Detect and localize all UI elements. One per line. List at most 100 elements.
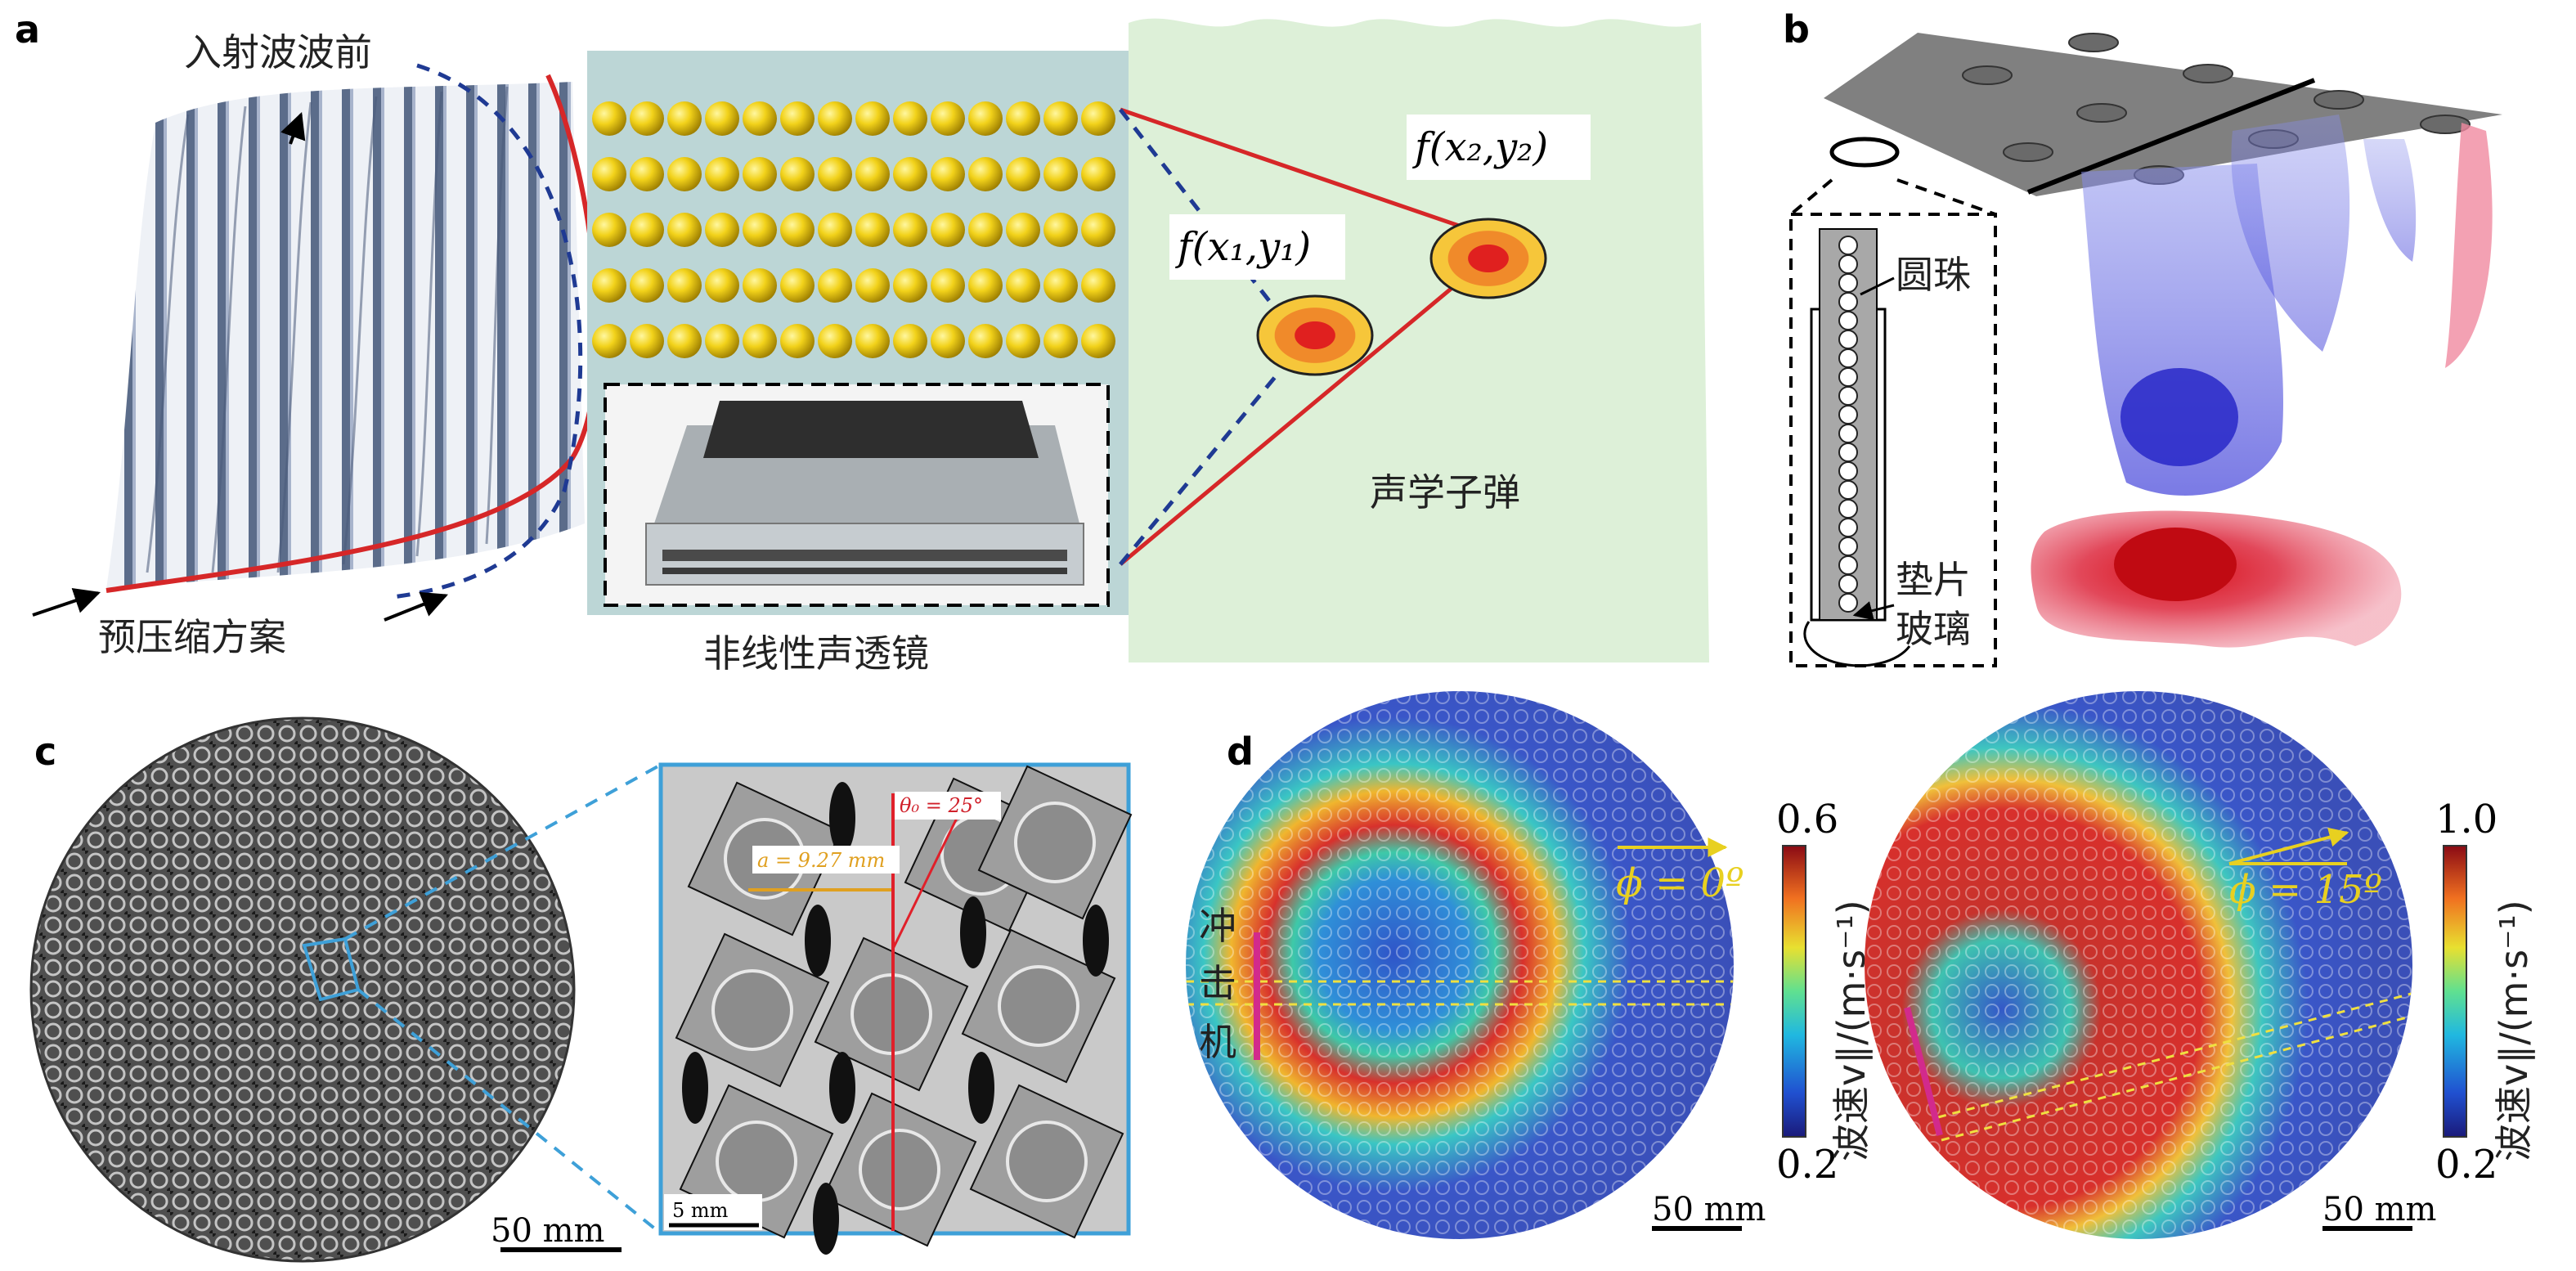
lens-bead [931, 213, 965, 247]
lens-bead [1043, 324, 1078, 358]
lens-bead [667, 268, 702, 303]
tube-bead [1838, 386, 1858, 406]
wave-stripe-lines [146, 86, 509, 573]
incident-wavefront-curve [392, 63, 583, 600]
left-disk-dashes [1186, 980, 1734, 1006]
pink-sliver [2445, 123, 2493, 368]
lens-bead [855, 213, 890, 247]
lens-bead [1081, 157, 1115, 191]
inset-cell-ring [1014, 802, 1096, 883]
lens-bead [743, 213, 777, 247]
lens-bead [592, 101, 626, 136]
angle-line [891, 809, 963, 950]
lens-bead [893, 213, 927, 247]
spacing-label-bg [752, 846, 900, 874]
lens-bead [818, 157, 852, 191]
colorbar-left [1782, 845, 1806, 1138]
lens-bead [592, 268, 626, 303]
red-core [2114, 528, 2237, 601]
blue-volume-side [2231, 115, 2350, 352]
tube-bead [1838, 292, 1858, 312]
lens-bead [893, 268, 927, 303]
plate-section-line [2026, 78, 2316, 195]
phi-label-right: ϕ = 15º [2229, 867, 2382, 913]
tube-bead [1838, 499, 1858, 519]
zoom-line-bottom [357, 988, 662, 1235]
tube-bead [1838, 593, 1858, 613]
precompression-label: 预压缩方案 [98, 615, 286, 659]
lens-bead [667, 324, 702, 358]
panel-c: c 50 mm θ₀ = 25° a = 9.27 mm 5 mm [29, 716, 1133, 1263]
tube-bead [1838, 480, 1858, 500]
right-disk-dashes [1937, 990, 2412, 1142]
tube-bead [1838, 424, 1858, 443]
f1-label-bg [1169, 214, 1345, 280]
tube-bead [1838, 348, 1858, 368]
lens-bead [705, 324, 739, 358]
tube-bead [1838, 461, 1858, 481]
blue-ray-bottom [1119, 375, 1277, 566]
lattice-disk [31, 718, 574, 1261]
tube-bead [1838, 555, 1858, 575]
lens-bead [1006, 213, 1040, 247]
f2-label: f(x₂,y₂) [1412, 124, 1548, 170]
angle-label-bg [895, 792, 1001, 820]
lens-bead [1043, 157, 1078, 191]
lens-bead [855, 268, 890, 303]
scale-label-small: 5 mm [672, 1199, 729, 1222]
blue-volume-far [2363, 139, 2417, 262]
inset-cell-ring [716, 1121, 797, 1202]
lens-bead [1043, 213, 1078, 247]
lens-bead [630, 268, 664, 303]
lens-bead [855, 324, 890, 358]
tube-bead [1838, 405, 1858, 424]
lens-bead [592, 157, 626, 191]
colorbar-left-max: 0.6 [1776, 797, 1838, 842]
tube-bead [1838, 574, 1858, 594]
blue-blob [2120, 368, 2238, 466]
lens-bead [705, 157, 739, 191]
inset-void [960, 896, 986, 968]
lens-bead [1043, 101, 1078, 136]
panel-a-label: a [15, 7, 40, 52]
lens-bead [968, 157, 1003, 191]
f2-label-bg [1407, 115, 1591, 180]
panel-b: b 圆珠 [1783, 7, 2502, 667]
tube-bead [1838, 254, 1858, 274]
focal-spot-2 [1429, 218, 1547, 299]
lens-bead [780, 268, 815, 303]
lens-bead [667, 101, 702, 136]
tube-bead [1838, 330, 1858, 349]
lens-bead [780, 324, 815, 358]
lens-bead [818, 101, 852, 136]
angle-label: θ₀ = 25° [900, 794, 983, 817]
lens-bead [1081, 268, 1115, 303]
colorbar-left-min: 0.2 [1776, 1142, 1838, 1188]
incident-wavefront-label: 入射波波前 [184, 30, 372, 74]
focal-spot-1 [1256, 294, 1374, 376]
red-ray-bottom [1119, 276, 1465, 566]
inset-line-right [1896, 178, 1996, 216]
phi-arrow-right [2228, 827, 2349, 865]
scale-label-c: 50 mm [491, 1212, 604, 1250]
lens-bead [893, 324, 927, 358]
impactor-char-1: 冲 [1199, 904, 1236, 948]
arrow-precompression [32, 588, 101, 617]
lattice-disk-shade [31, 718, 574, 1261]
panel-d-label: d [1227, 730, 1254, 774]
f1-label: f(x₁,y₁) [1175, 224, 1311, 270]
lens-bead [893, 157, 927, 191]
impactor-char-2: 击 [1199, 961, 1236, 1005]
lens-bead [667, 157, 702, 191]
bead-array [592, 101, 1115, 358]
lens-bead [818, 324, 852, 358]
lens-bead [705, 268, 739, 303]
lens-bead [743, 268, 777, 303]
tube-bead [1838, 537, 1858, 556]
inset-void [829, 1052, 855, 1124]
lens-bead [818, 268, 852, 303]
inset-cell-ring [711, 969, 793, 1051]
tube-bead [1838, 236, 1858, 255]
bead-label: 圆珠 [1896, 253, 1971, 297]
lens-device-photo [645, 401, 1084, 586]
